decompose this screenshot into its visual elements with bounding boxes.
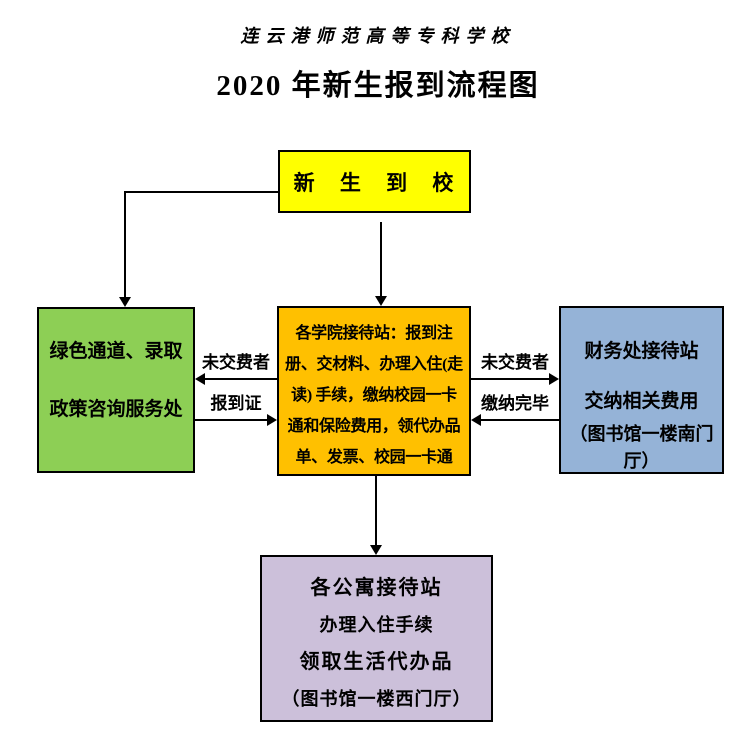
box-apartment-station-line2: 办理入住手续 — [319, 615, 434, 635]
box-college-station-line2: 册、交材料、办理入住(走 — [285, 356, 463, 373]
connector-college-to-finance — [471, 378, 549, 380]
box-apartment-station-line3: 领取生活代办品 — [299, 651, 454, 673]
edge-label-registration-cert: 报到证 — [210, 394, 262, 413]
arrowhead-down-into-green-icon — [119, 297, 131, 307]
arrowhead-down-into-apartment-icon — [370, 545, 382, 555]
connector-green-to-college — [195, 419, 267, 421]
box-college-station: 各学院接待站：报到注 册、交材料、办理入住(走 读) 手续，缴纳校园一卡 通和保… — [277, 306, 471, 476]
connector-start-to-college — [380, 222, 382, 296]
box-apartment-station-line1: 各公寓接待站 — [310, 577, 443, 599]
box-college-station-line4: 通和保险费用，领代办品 — [287, 418, 461, 435]
connector-start-to-green-horizontal — [125, 191, 278, 193]
box-finance-station-location: （图书馆一楼南门厅） — [569, 424, 714, 471]
box-apartment-station-location: （图书馆一楼西门厅） — [281, 689, 472, 709]
connector-finance-to-college — [481, 419, 559, 421]
box-green-channel-line2: 政策咨询服务处 — [49, 399, 183, 420]
connector-college-to-apartment — [375, 476, 377, 545]
box-finance-station-line1: 财务处接待站 — [584, 341, 699, 362]
arrowhead-right-into-finance-icon — [549, 373, 559, 385]
edge-label-unpaid-right: 未交费者 — [481, 353, 549, 372]
box-college-station-line1: 各学院接待站：报到注 — [295, 325, 453, 342]
box-finance-station: 财务处接待站 交纳相关费用 （图书馆一楼南门厅） — [559, 306, 724, 474]
box-finance-station-line2: 交纳相关费用 — [584, 391, 699, 412]
box-college-station-line5: 单、发票、校园一卡通 — [295, 449, 453, 466]
arrowhead-right-into-college-icon — [267, 414, 277, 426]
arrowhead-down-into-college-icon — [375, 296, 387, 306]
arrowhead-left-into-green-icon — [195, 373, 205, 385]
page-title: 2020 年新生报到流程图 — [216, 70, 540, 102]
edge-label-unpaid-left: 未交费者 — [202, 353, 270, 372]
connector-college-to-green — [205, 378, 277, 380]
box-apartment-station: 各公寓接待站 办理入住手续 领取生活代办品 （图书馆一楼西门厅） — [260, 555, 493, 722]
connector-start-to-green-vertical — [124, 191, 126, 297]
box-new-student-arrival: 新 生 到 校 — [278, 150, 471, 213]
box-new-student-arrival-label: 新 生 到 校 — [293, 170, 456, 195]
school-name: 连云港师范高等专科学校 — [240, 26, 516, 46]
box-green-channel-line1: 绿色通道、录取 — [49, 341, 183, 362]
arrowhead-left-into-college-icon — [471, 414, 481, 426]
box-college-station-line3: 读) 手续，缴纳校园一卡 — [291, 387, 457, 404]
box-green-channel: 绿色通道、录取 政策咨询服务处 — [37, 307, 195, 473]
edge-label-payment-complete: 缴纳完毕 — [481, 394, 549, 413]
